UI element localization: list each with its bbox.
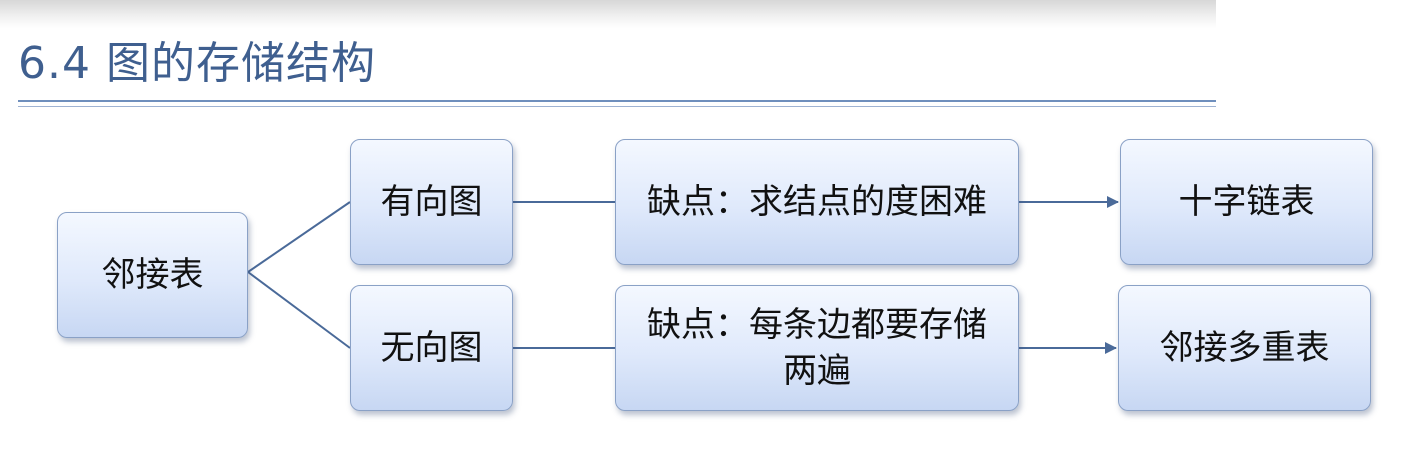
connector-root-directed	[247, 201, 351, 273]
node-undirected-graph-label: 无向图	[380, 328, 483, 368]
node-undirected-drawback-line2: 两遍	[783, 351, 851, 391]
node-orthogonal-list: 十字链表	[1120, 139, 1373, 265]
slide-title: 6.4 图的存储结构	[18, 38, 376, 89]
connector-root-undirected	[247, 271, 351, 349]
node-directed-graph: 有向图	[350, 139, 513, 265]
node-undirected-graph: 无向图	[350, 285, 513, 411]
node-adjacency-multilist: 邻接多重表	[1118, 285, 1371, 411]
node-directed-drawback: 缺点：求结点的度困难	[615, 139, 1019, 265]
node-directed-graph-label: 有向图	[380, 182, 483, 222]
node-orthogonal-list-label: 十字链表	[1178, 182, 1315, 222]
node-adjacency-list: 邻接表	[57, 212, 248, 338]
node-undirected-drawback-line1: 缺点：每条边都要存储	[647, 305, 987, 345]
overlay-patch	[1216, 0, 1422, 164]
top-shade	[0, 0, 1422, 28]
title-underline-thin	[18, 106, 1218, 107]
node-directed-drawback-label: 缺点：求结点的度困难	[647, 182, 987, 222]
title-underline	[18, 100, 1218, 102]
node-adjacency-multilist-label: 邻接多重表	[1159, 328, 1330, 368]
node-adjacency-list-label: 邻接表	[101, 255, 204, 295]
node-undirected-drawback: 缺点：每条边都要存储 两遍	[615, 285, 1019, 411]
